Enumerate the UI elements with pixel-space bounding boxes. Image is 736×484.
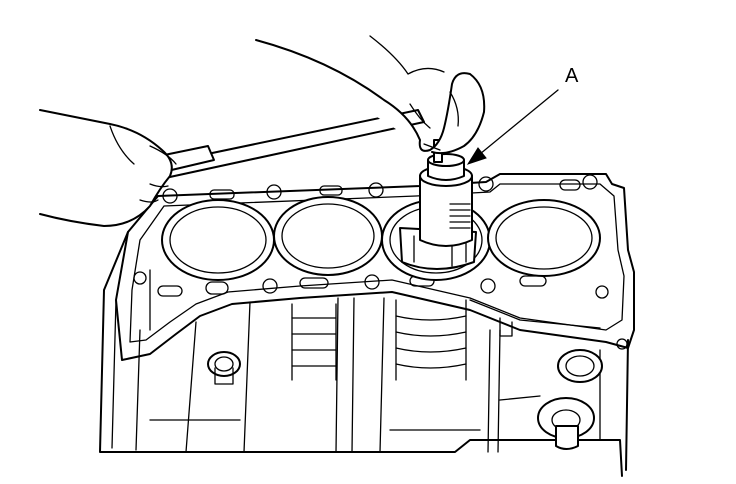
leader-line	[479, 89, 559, 155]
cylinder-tool	[399, 139, 477, 270]
right-hand	[255, 35, 486, 155]
cylinder-deck	[115, 173, 635, 361]
block-bolt-bosses	[207, 349, 603, 450]
cylinder-bore-4	[487, 199, 601, 277]
cylinder-wall-ribs	[291, 299, 467, 381]
callout-a: A	[466, 65, 579, 165]
left-hand	[39, 109, 177, 227]
cylinder-bore-1	[161, 199, 275, 281]
breaker-bar	[139, 109, 425, 181]
leader-arrowhead	[466, 147, 487, 165]
boss-right-upper	[557, 349, 603, 383]
cylinder-bores	[161, 196, 601, 281]
boss-left	[207, 351, 241, 385]
boss-right-lower	[537, 397, 595, 450]
callout-label: A	[565, 65, 579, 87]
cylinder-bore-2	[273, 196, 383, 276]
